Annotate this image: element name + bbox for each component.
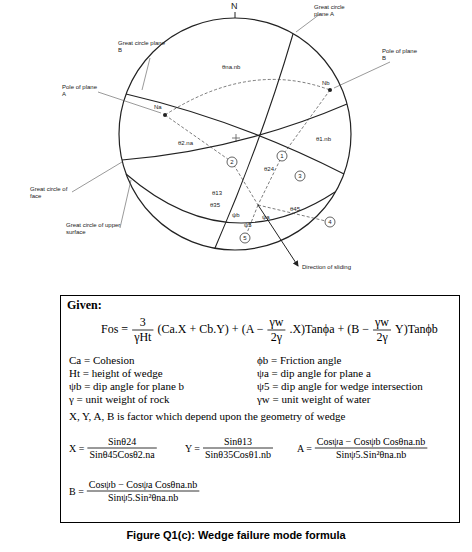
callout-number: 3 — [295, 171, 305, 181]
angle-line — [258, 90, 330, 205]
formula-text: Sinθ45Cosθ2.na — [89, 449, 154, 460]
angle-line — [245, 205, 330, 238]
formula-text: Cosψa − Cosψb Cosθna.nb — [317, 436, 426, 447]
pole-a — [163, 113, 167, 117]
net-label: θ13 — [212, 190, 222, 197]
great-circle-b — [126, 94, 344, 174]
definition-text: Ca = Cohesion — [69, 354, 134, 366]
angle-line — [165, 115, 258, 205]
sliding-arrow — [258, 205, 298, 266]
net-label: θ24 — [264, 166, 274, 173]
formula-text: γHt — [134, 331, 151, 344]
formula-text: 2γ — [271, 331, 282, 344]
net-label: Great circle of upper surface — [66, 222, 122, 236]
net-label: Pole of plane A — [62, 84, 102, 98]
formula-text: B = — [69, 486, 84, 497]
formula-text: Y = — [185, 443, 200, 454]
net-label: Na — [154, 104, 162, 111]
formula-text: γw — [375, 316, 389, 329]
formula-text: γw — [269, 316, 283, 329]
great-circle-face — [122, 104, 347, 160]
callout-circles — [227, 151, 335, 243]
formula-text: Y)Tanϕb — [395, 323, 438, 336]
formula-text: A = — [297, 443, 312, 454]
definition-text: ϕb = Friction angle — [257, 354, 341, 366]
net-circle — [119, 18, 351, 250]
definition-text: ψa = dip angle for plane a — [257, 367, 371, 379]
net-label: N — [231, 1, 238, 11]
north-tick — [235, 12, 236, 18]
net-label: ψ5 — [244, 222, 252, 229]
fraction-bar — [203, 448, 273, 449]
definition-text: X, Y, A, B is factor which depend upon t… — [69, 410, 345, 422]
callout-number: 1 — [277, 151, 287, 161]
formula-text: Sinθ24 — [108, 436, 136, 447]
formula-text: Sinψ5.Sin²θna.nb — [108, 492, 178, 503]
definition-text: ψ5 = dip angle for wedge intersection — [257, 380, 423, 392]
net-label: Nb — [322, 80, 330, 87]
callout-number: 5 — [240, 233, 250, 243]
figure-caption: Figure Q1(c): Wedge failure mode formula — [0, 529, 472, 541]
angle-arc — [165, 79, 330, 115]
net-label: Great circle plane B — [118, 40, 168, 54]
formula-text: Sinψ5.Sin²θna.nb — [336, 449, 406, 460]
stereonet — [0, 0, 472, 300]
formula-text: Cosψb − Cosψa Cosθna.nb — [89, 479, 198, 490]
leader-lines — [72, 14, 390, 228]
fraction-bar — [87, 448, 156, 449]
definition-text: Ht = height of wedge — [69, 367, 163, 379]
net-label: θ1.nb — [316, 136, 331, 143]
net-label: θ45 — [290, 206, 300, 213]
definition-text: γ = unit weight of rock — [69, 393, 170, 405]
formula-text: .X)Tanϕa + (B − — [289, 323, 369, 336]
formula-text: (Ca.X + Cb.Y) + (A − — [157, 323, 263, 336]
formula-text: Sinθ35Cosθ1.nb — [205, 449, 271, 460]
formula-text: X = — [69, 443, 84, 454]
formula-text: 3 — [140, 316, 146, 329]
definition-text: γw = unit weight of water — [257, 393, 370, 405]
net-label: Pole of plane B — [382, 48, 422, 62]
formula-text: Sinθ13 — [224, 436, 252, 447]
net-label: Direction of sliding — [302, 264, 351, 271]
given-box: Given: Fos = 3 γHt (Ca.X + Cb.Y) + (A − γw 2γ.… — [60, 295, 460, 523]
net-label: θna.nb — [222, 64, 240, 71]
net-label: Great circle plane A — [314, 4, 360, 18]
net-label: ψa — [262, 214, 270, 221]
pole-b — [328, 88, 332, 92]
given-heading: Given: — [67, 299, 102, 312]
formula-text: Fos = — [101, 323, 128, 336]
net-label: Great circle of face — [30, 186, 74, 200]
definition-text: ψb = dip angle for plane b — [69, 380, 184, 392]
net-label: θ2.na — [178, 140, 193, 147]
fraction-bar — [315, 448, 428, 449]
formula-text: 2γ — [376, 331, 387, 344]
net-label: θ35 — [210, 202, 220, 209]
net-label: ψb — [232, 212, 240, 219]
fraction-bar — [87, 491, 200, 492]
callout-number: 4 — [325, 217, 335, 227]
callout-number: 2 — [227, 157, 237, 167]
